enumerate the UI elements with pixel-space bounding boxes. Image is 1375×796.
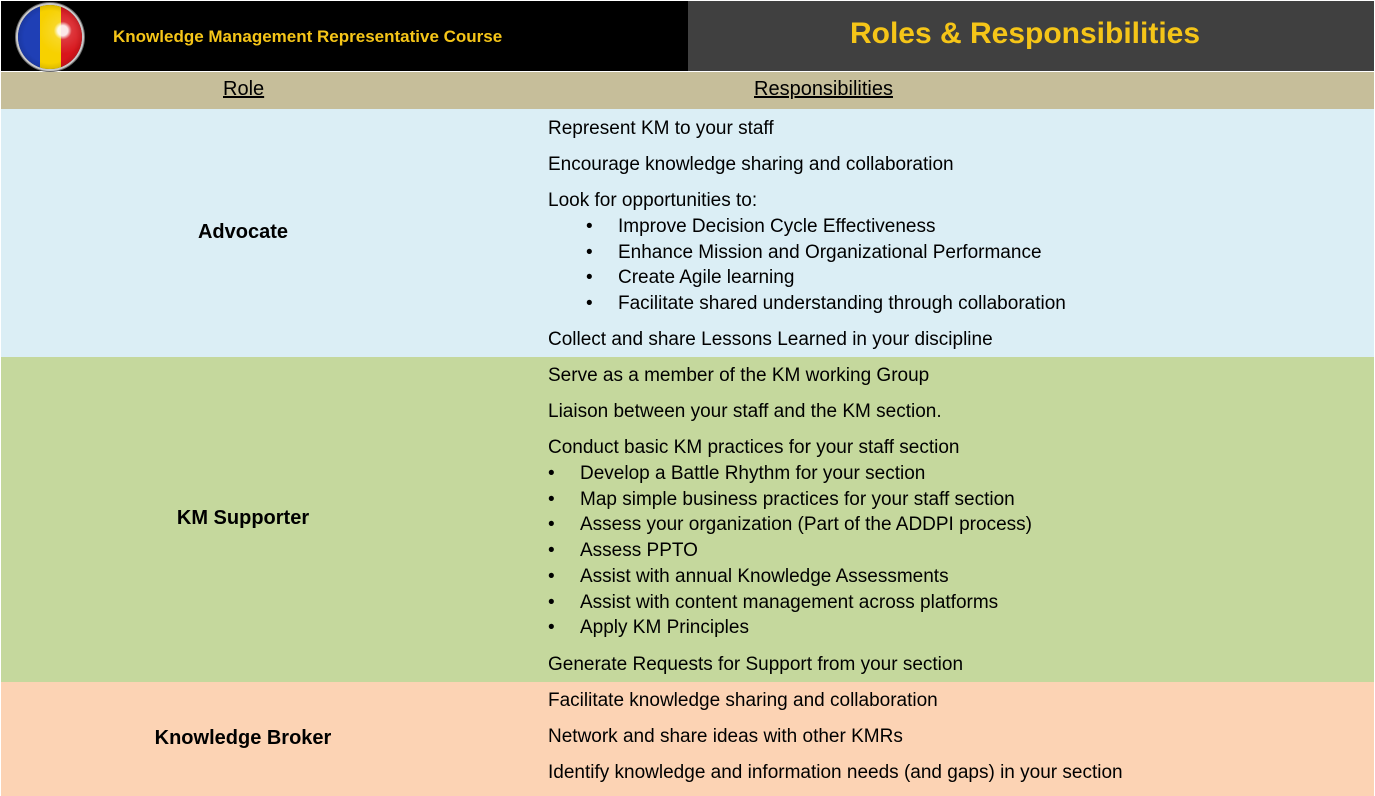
role-name-advocate: Advocate — [197, 221, 289, 243]
role-name-km-supporter: KM Supporter — [176, 507, 310, 529]
header-right-panel: Roles & Responsibilities — [688, 1, 1374, 71]
responsibility-item: Serve as a member of the KM working Grou… — [548, 365, 930, 386]
bullet-text: Assist with content management across pl… — [580, 592, 999, 613]
slide-header: Knowledge Management Representative Cour… — [0, 0, 1375, 72]
bullet-text: Improve Decision Cycle Effectiveness — [618, 216, 936, 237]
responsibility-item: Network and share ideas with other KMRs — [548, 726, 903, 747]
bullet-icon: • — [548, 489, 555, 510]
bullet-text: Assess your organization (Part of the AD… — [580, 514, 1032, 535]
bullet-text: Facilitate shared understanding through … — [618, 293, 1066, 314]
responsibility-item: Facilitate knowledge sharing and collabo… — [548, 690, 938, 711]
bullet-text: Create Agile learning — [618, 267, 795, 288]
column-header-row: Role Responsibilities — [1, 72, 1374, 109]
bullet-icon: • — [586, 216, 593, 237]
bullet-icon: • — [548, 592, 555, 613]
responsibility-item: Generate Requests for Support from your … — [548, 654, 964, 675]
responsibility-item: Identify knowledge and information needs… — [548, 762, 1123, 783]
bullet-text: Enhance Mission and Organizational Perfo… — [618, 242, 1042, 263]
bullet-icon: • — [548, 617, 555, 638]
responsibility-item: Liaison between your staff and the KM se… — [548, 401, 942, 422]
bullet-icon: • — [586, 293, 593, 314]
bullet-text: Assess PPTO — [580, 540, 698, 561]
role-name-knowledge-broker: Knowledge Broker — [154, 727, 332, 749]
responsibility-item: Represent KM to your staff — [548, 118, 774, 139]
bullet-text: Assist with annual Knowledge Assessments — [580, 566, 949, 587]
responsibility-item: Collect and share Lessons Learned in you… — [548, 329, 993, 350]
roundel-logo-icon — [18, 5, 82, 69]
header-left-panel: Knowledge Management Representative Cour… — [1, 1, 688, 71]
column-header-responsibilities: Responsibilities — [754, 78, 893, 100]
bullet-icon: • — [548, 463, 555, 484]
bullet-icon: • — [548, 566, 555, 587]
responsibility-item: Conduct basic KM practices for your staf… — [548, 437, 960, 458]
bullet-text: Apply KM Principles — [580, 617, 749, 638]
role-section-km-supporter: KM Supporter Serve as a member of the KM… — [1, 357, 1374, 682]
bullet-text: Map simple business practices for your s… — [580, 489, 1015, 510]
bullet-icon: • — [548, 540, 555, 561]
bullet-icon: • — [586, 242, 593, 263]
column-header-role: Role — [223, 78, 265, 100]
slide-title: Roles & Responsibilities — [849, 17, 1201, 50]
role-section-advocate: Advocate Represent KM to your staff Enco… — [1, 109, 1374, 357]
bullet-text: Develop a Battle Rhythm for your section — [580, 463, 926, 484]
responsibility-item: Encourage knowledge sharing and collabor… — [548, 154, 954, 175]
bullet-icon: • — [586, 267, 593, 288]
role-section-knowledge-broker: Knowledge Broker Facilitate knowledge sh… — [1, 682, 1374, 796]
responsibility-item: Look for opportunities to: — [548, 190, 758, 211]
bullet-icon: • — [548, 514, 555, 535]
course-title: Knowledge Management Representative Cour… — [113, 27, 503, 46]
